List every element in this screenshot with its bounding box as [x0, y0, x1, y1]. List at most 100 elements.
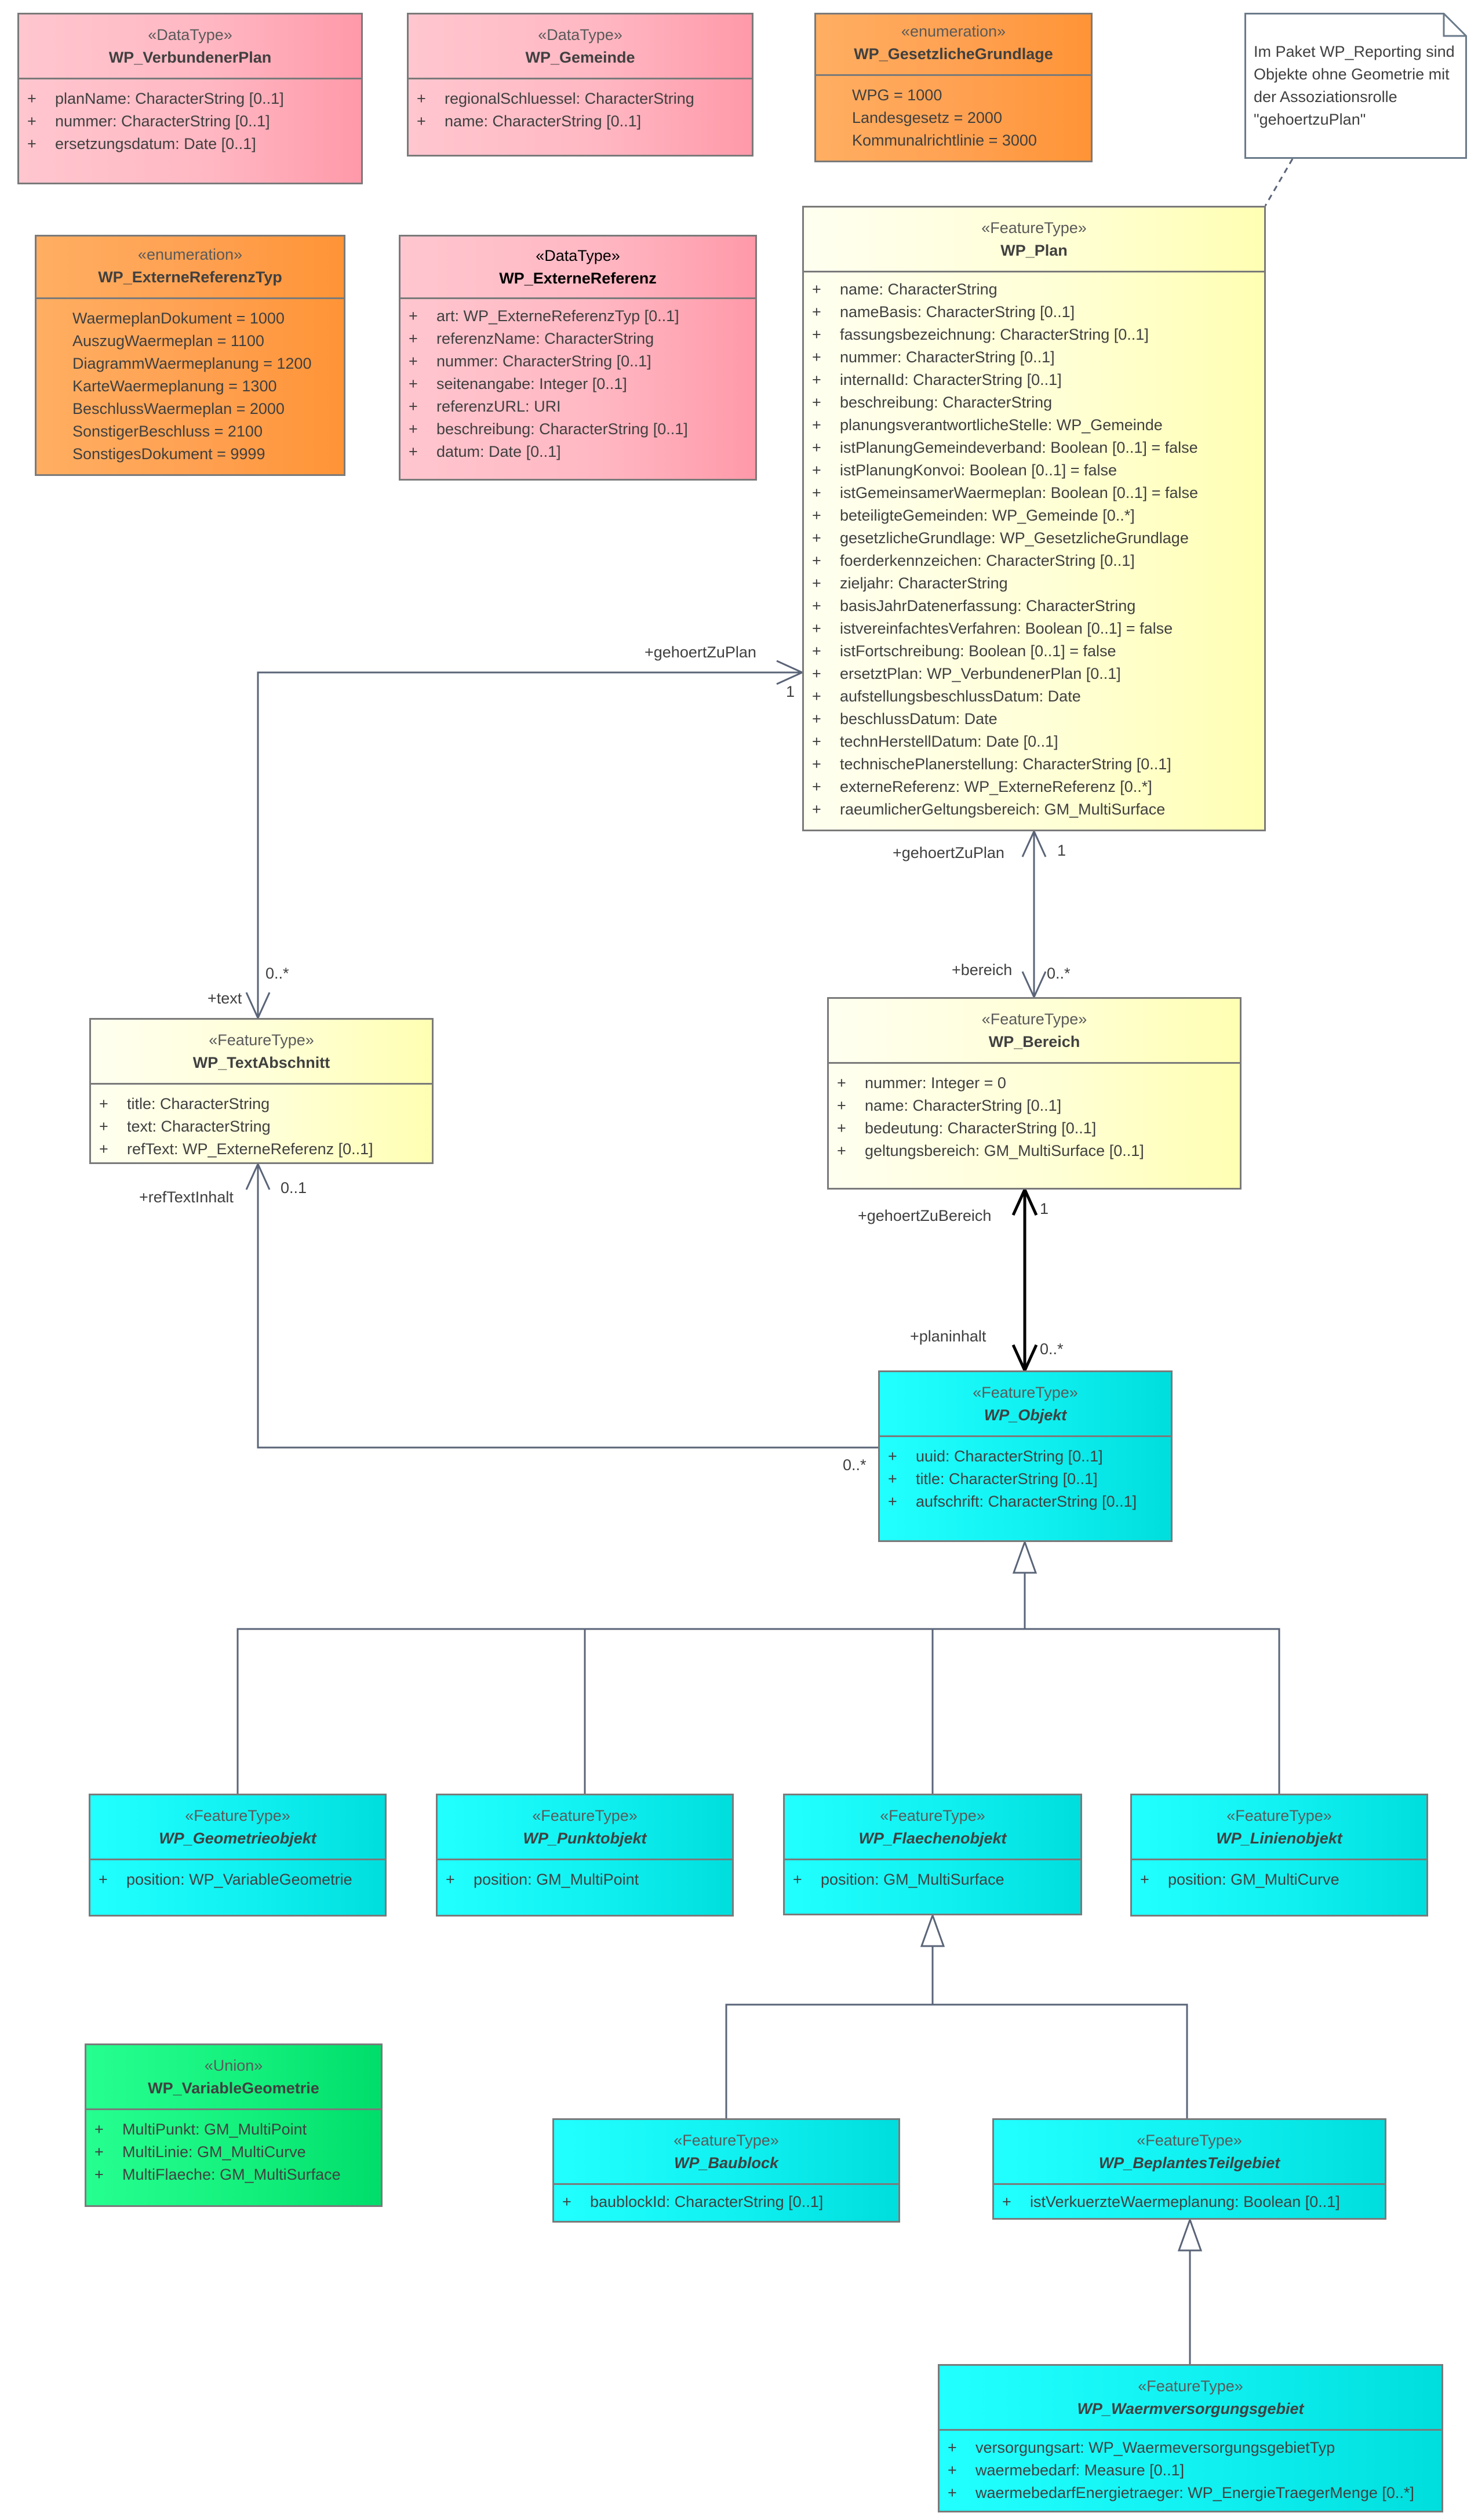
class-wp-bereich[interactable]: «FeatureType» WP_Bereich +nummer: Intege…	[827, 997, 1242, 1190]
attribute: +beschreibung: CharacterString [0..1]	[409, 420, 688, 438]
attribute: +referenzName: CharacterString	[409, 330, 654, 347]
class-name: WP_ExterneReferenz	[499, 270, 657, 287]
enum-literal: KarteWaermeplanung = 1300	[72, 377, 277, 395]
attribute: +gesetzlicheGrundlage: WP_GesetzlicheGru…	[812, 529, 1189, 547]
role-label: +refTextInhalt	[139, 1188, 234, 1206]
class-name: WP_Baublock	[674, 2154, 779, 2172]
class-header: «FeatureType» WP_Bereich	[829, 999, 1240, 1064]
attribute: +seitenangabe: Integer [0..1]	[409, 375, 627, 392]
class-wp-punktobjekt[interactable]: «FeatureType» WP_Punktobjekt +position: …	[436, 1794, 734, 1917]
attribute: +title: CharacterString [0..1]	[888, 1470, 1098, 1488]
attribute: +waermebedarfEnergietraeger: WP_EnergieT…	[948, 2484, 1414, 2501]
attribute: +beschreibung: CharacterString	[812, 394, 1053, 411]
attribute: +externeReferenz: WP_ExterneReferenz [0.…	[812, 778, 1152, 795]
note-shape	[1244, 13, 1467, 159]
attribute: +name: CharacterString [0..1]	[417, 112, 642, 130]
class-name: WP_GesetzlicheGrundlage	[854, 45, 1053, 63]
stereotype: «FeatureType»	[981, 1010, 1087, 1028]
attribute: +nameBasis: CharacterString [0..1]	[812, 303, 1075, 321]
multiplicity-label: 1	[1040, 1200, 1049, 1217]
class-header: «DataType» WP_VerbundenerPlan	[19, 14, 361, 79]
multiplicity-label: 0..*	[265, 965, 289, 982]
attribute: +istPlanungGemeindeverband: Boolean [0..…	[812, 439, 1198, 456]
attribute: +ersetzungsdatum: Date [0..1]	[27, 135, 256, 152]
role-label: +bereich	[952, 961, 1013, 979]
class-wp-linienobjekt[interactable]: «FeatureType» WP_Linienobjekt +position:…	[1130, 1794, 1428, 1917]
class-wp-variable-geometrie[interactable]: «Union» WP_VariableGeometrie +MultiPunkt…	[85, 2043, 383, 2207]
class-name: WP_Linienobjekt	[1216, 1830, 1342, 1847]
stereotype: «FeatureType»	[1137, 2132, 1242, 2149]
class-wp-objekt[interactable]: «FeatureType» WP_Objekt +uuid: Character…	[878, 1370, 1173, 1542]
class-wp-text-abschnitt[interactable]: «FeatureType» WP_TextAbschnitt +title: C…	[89, 1018, 434, 1164]
class-header: «FeatureType» WP_Plan	[804, 208, 1264, 272]
enum-literal: WPG = 1000	[852, 86, 942, 104]
attribute: +foerderkennzeichen: CharacterString [0.…	[812, 552, 1135, 569]
attribute: +istGemeinsamerWaermeplan: Boolean [0..1…	[812, 484, 1199, 501]
class-header: «Union» WP_VariableGeometrie	[86, 2045, 381, 2110]
gen-flaeche-tree	[725, 2003, 1188, 2118]
multiplicity-label: 0..*	[843, 1456, 867, 1474]
stereotype: «enumeration»	[901, 23, 1006, 40]
class-name: WP_ExterneReferenzTyp	[98, 268, 282, 286]
enum-literal: AuszugWaermeplan = 1100	[72, 332, 264, 350]
attribute: +nummer: CharacterString [0..1]	[409, 352, 651, 370]
class-name: WP_Bereich	[988, 1033, 1080, 1050]
attribute: +planungsverantwortlicheStelle: WP_Gemei…	[812, 416, 1163, 434]
attribute: +internalId: CharacterString [0..1]	[812, 371, 1062, 388]
class-wp-gesetzliche-grundlage[interactable]: «enumeration» WP_GesetzlicheGrundlage WP…	[814, 13, 1093, 162]
attribute: +istFortschreibung: Boolean [0..1] = fal…	[812, 642, 1116, 660]
enum-literal: Landesgesetz = 2000	[852, 109, 1002, 126]
role-label: +text	[207, 990, 242, 1007]
class-wp-verbundener-plan[interactable]: «DataType» WP_VerbundenerPlan +planName:…	[17, 13, 363, 184]
attribute: +ersetztPlan: WP_VerbundenerPlan [0..1]	[812, 665, 1121, 682]
attribute: +nummer: Integer = 0	[837, 1074, 1006, 1092]
multiplicity-label: 0..*	[1047, 965, 1071, 982]
class-name: WP_Gemeinde	[525, 49, 635, 66]
class-name: WP_Objekt	[984, 1406, 1067, 1424]
attribute: +name: CharacterString	[812, 281, 998, 298]
class-wp-plan[interactable]: «FeatureType» WP_Plan +name: CharacterSt…	[802, 206, 1266, 831]
class-wp-geometrieobjekt[interactable]: «FeatureType» WP_Geometrieobjekt +positi…	[89, 1794, 387, 1917]
class-wp-beplantes-teilgebiet[interactable]: «FeatureType» WP_BeplantesTeilgebiet +is…	[992, 2118, 1386, 2220]
gen-teilgebiet-triangle	[1177, 2217, 1203, 2252]
class-header: «FeatureType» WP_Flaechenobjekt	[785, 1795, 1080, 1860]
attribute: +position: GM_MultiCurve	[1140, 1871, 1339, 1888]
attribute: +basisJahrDatenerfassung: CharacterStrin…	[812, 597, 1136, 614]
multiplicity-label: 1	[1057, 842, 1066, 859]
class-wp-waermeversorgungsgebiet[interactable]: «FeatureType» WP_Waermversorgungsgebiet …	[938, 2364, 1443, 2512]
multiplicity-label: 0..*	[1040, 1340, 1064, 1358]
enum-literal: WaermeplanDokument = 1000	[72, 310, 285, 327]
class-header: «FeatureType» WP_Punktobjekt	[438, 1795, 732, 1860]
note-anchor-line	[1264, 158, 1294, 206]
arrow-plan-bereich-plan	[1021, 829, 1047, 857]
class-name: WP_VariableGeometrie	[148, 2079, 319, 2097]
attribute: +uuid: CharacterString [0..1]	[888, 1448, 1103, 1465]
attribute: +position: GM_MultiPoint	[446, 1871, 639, 1888]
class-header: «FeatureType» WP_Baublock	[554, 2120, 898, 2185]
attribute: +MultiPunkt: GM_MultiPoint	[94, 2121, 307, 2138]
class-name: WP_Punktobjekt	[523, 1830, 647, 1847]
attribute: +istvereinfachtesVerfahren: Boolean [0..…	[812, 620, 1173, 637]
arrow-objekt-text	[245, 1162, 271, 1190]
class-name: WP_Waermversorgungsgebiet	[1077, 2400, 1304, 2417]
class-wp-baublock[interactable]: «FeatureType» WP_Baublock +baublockId: C…	[552, 2118, 900, 2223]
note-text: Im Paket WP_Reporting sind Objekte ohne …	[1254, 43, 1455, 128]
class-name: WP_Plan	[1000, 242, 1068, 259]
class-name: WP_Flaechenobjekt	[858, 1830, 1007, 1847]
class-wp-flaechenobjekt[interactable]: «FeatureType» WP_Flaechenobjekt +positio…	[783, 1794, 1082, 1915]
class-header: «enumeration» WP_ExterneReferenzTyp	[37, 237, 344, 299]
attribute: +nummer: CharacterString [0..1]	[812, 348, 1055, 366]
enum-literal: DiagrammWaermeplanung = 1200	[72, 355, 312, 372]
attribute: +bedeutung: CharacterString [0..1]	[837, 1119, 1097, 1137]
attribute: +versorgungsart: WP_Waermeversorgungsgeb…	[948, 2439, 1335, 2456]
class-wp-gemeinde[interactable]: «DataType» WP_Gemeinde +regionalSchluess…	[407, 13, 753, 157]
class-wp-externe-referenz-typ[interactable]: «enumeration» WP_ExterneReferenzTyp Waer…	[35, 235, 345, 476]
class-wp-externe-referenz[interactable]: «DataType» WP_ExterneReferenz +art: WP_E…	[399, 235, 757, 481]
attribute: +geltungsbereich: GM_MultiSurface [0..1]	[837, 1142, 1144, 1159]
note: Im Paket WP_Reporting sind Objekte ohne …	[1244, 13, 1467, 159]
stereotype: «DataType»	[536, 247, 620, 264]
class-header: «FeatureType» WP_TextAbschnitt	[91, 1020, 432, 1085]
role-label: +gehoertZuPlan	[645, 643, 756, 661]
stereotype: «FeatureType»	[532, 1807, 638, 1824]
attribute: +baublockId: CharacterString [0..1]	[562, 2193, 824, 2210]
